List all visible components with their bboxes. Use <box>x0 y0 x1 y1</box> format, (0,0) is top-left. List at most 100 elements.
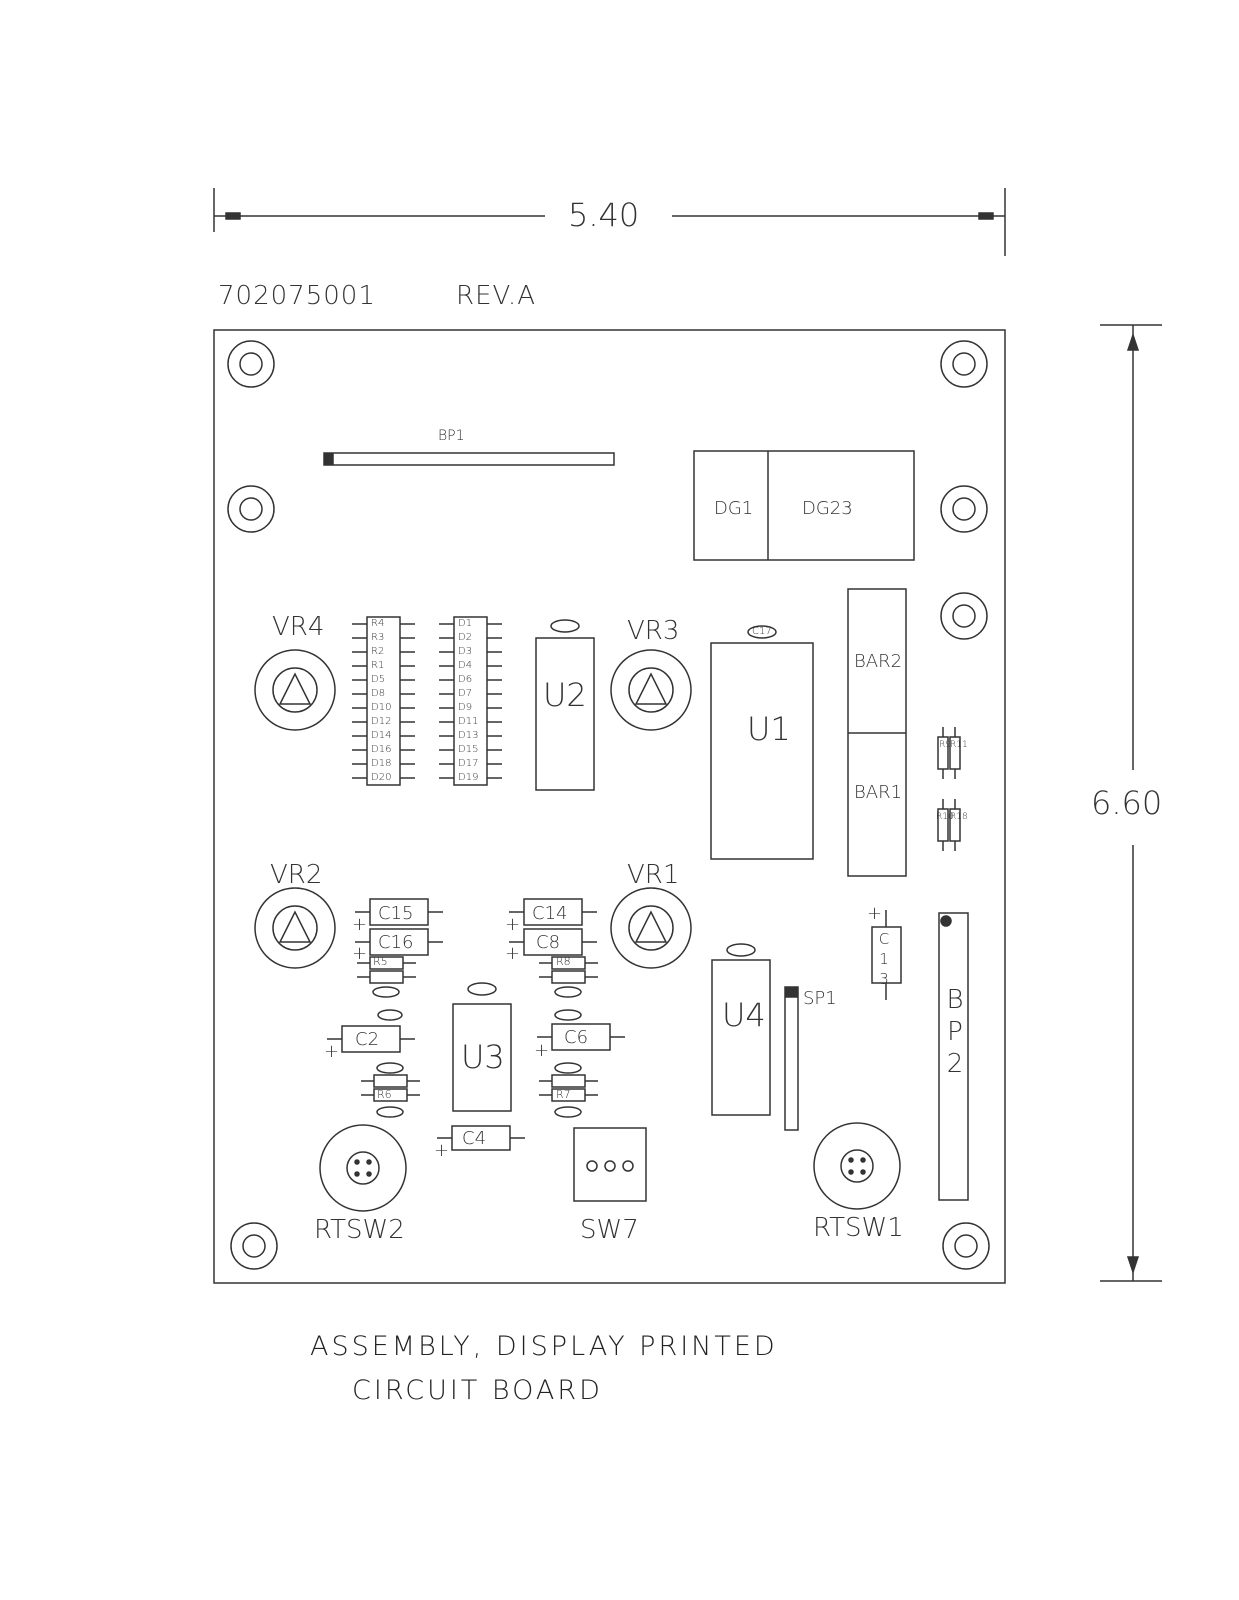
caption-line-1: ASSEMBLY, DISPLAY PRINTED <box>310 1331 778 1362</box>
stack-item: D7 <box>458 688 473 699</box>
stack-item: D20 <box>371 772 392 783</box>
stack-item: D15 <box>458 744 479 755</box>
stack-item: R3 <box>371 632 385 643</box>
c13-label: C13 <box>875 930 893 990</box>
vr4-label: VR4 <box>272 612 325 642</box>
display-block <box>693 450 915 561</box>
caption-line-2: CIRCUIT BOARD <box>352 1375 603 1406</box>
left-stack-bodies <box>352 616 415 786</box>
r8-label: R8 <box>556 955 571 968</box>
stack-item: D2 <box>458 632 473 643</box>
stack-item: R1 <box>371 660 385 671</box>
u2-ic <box>535 637 595 791</box>
r18-label: R18 <box>950 812 968 822</box>
potentiometers <box>254 649 692 969</box>
c8-label: C8 <box>536 932 561 953</box>
small-resistors <box>937 727 961 851</box>
plus-mark: + <box>867 903 883 924</box>
plus-mark: + <box>505 914 521 935</box>
stack-item: D17 <box>458 758 479 769</box>
stack-item: D3 <box>458 646 473 657</box>
plus-mark: + <box>324 1041 340 1062</box>
stack-item: D9 <box>458 702 473 713</box>
stack-item: D12 <box>371 716 392 727</box>
r10-label: R10 <box>936 812 954 822</box>
height-dimension <box>1100 324 1162 1282</box>
stack-item: D16 <box>371 744 392 755</box>
plus-mark: + <box>352 914 368 935</box>
rtsw1-label: RTSW1 <box>813 1213 904 1243</box>
u3-label: U3 <box>461 1038 505 1076</box>
stack-item: D6 <box>458 674 473 685</box>
right-stack-bodies <box>439 616 502 786</box>
r9-label: R9 <box>939 740 951 750</box>
vr3-label: VR3 <box>627 616 680 646</box>
bargraph-blocks <box>847 588 907 877</box>
r5-label: R5 <box>373 955 388 968</box>
plus-mark: + <box>352 943 368 964</box>
bar1-label: BAR1 <box>854 782 903 803</box>
revision-label: REV.A <box>456 281 536 311</box>
stack-item: D14 <box>371 730 392 741</box>
r7-label: R7 <box>556 1088 571 1101</box>
r6-label: R6 <box>377 1088 392 1101</box>
plus-mark: + <box>505 943 521 964</box>
sp1-label: SP1 <box>803 988 837 1009</box>
bp2-label: BP2 <box>940 985 970 1081</box>
board-outline <box>213 329 1006 1284</box>
rotary-switches <box>319 1122 901 1212</box>
c17-label: C17 <box>752 626 772 637</box>
stack-item: D13 <box>458 730 479 741</box>
plus-mark: + <box>434 1140 450 1161</box>
height-label: 6.60 <box>1091 784 1163 822</box>
stack-item: D11 <box>458 716 479 727</box>
stack-item: D10 <box>371 702 392 713</box>
c17-cap <box>747 625 777 639</box>
stack-item: D8 <box>371 688 386 699</box>
bp1-connector <box>323 452 615 466</box>
part-number: 702075001 <box>218 281 376 311</box>
u2-cap <box>550 619 580 633</box>
u3-ic <box>452 1003 512 1112</box>
c16-label: C16 <box>378 932 414 953</box>
bar2-label: BAR2 <box>854 651 903 672</box>
u4-label: U4 <box>722 996 766 1034</box>
stack-item: R4 <box>371 618 385 629</box>
r11-label: R11 <box>950 740 968 750</box>
stack-item: D4 <box>458 660 473 671</box>
stack-item: D1 <box>458 618 473 629</box>
u2-label: U2 <box>543 676 587 714</box>
sp1-speaker <box>784 986 799 1131</box>
bp2-connector <box>938 912 969 1201</box>
sw7-label: SW7 <box>580 1215 639 1245</box>
vr2-label: VR2 <box>270 860 323 890</box>
width-dimension <box>213 188 1006 256</box>
u4-cap <box>726 943 756 957</box>
c4-label: C4 <box>462 1128 487 1149</box>
u1-ic <box>710 642 814 860</box>
stack-item: D19 <box>458 772 479 783</box>
small-parts-right <box>539 956 598 1118</box>
u3-cap <box>467 982 497 996</box>
dg23-label: DG23 <box>802 498 853 519</box>
stack-item: D18 <box>371 758 392 769</box>
sw7-switch <box>573 1127 647 1202</box>
vr1-label: VR1 <box>627 860 680 890</box>
u1-label: U1 <box>747 710 791 748</box>
c14-label: C14 <box>532 903 568 924</box>
c6-label: C6 <box>564 1027 589 1048</box>
plus-mark: + <box>534 1040 550 1061</box>
stack-item: R2 <box>371 646 385 657</box>
width-label: 5.40 <box>568 196 640 234</box>
mounting-holes <box>227 340 990 1270</box>
small-parts-left <box>357 956 420 1118</box>
rtsw2-label: RTSW2 <box>314 1215 405 1245</box>
bp1-label: BP1 <box>438 428 465 444</box>
stack-item: D5 <box>371 674 386 685</box>
capacitor-boxes <box>327 898 625 1151</box>
dg1-label: DG1 <box>714 498 754 519</box>
u4-ic <box>711 959 771 1116</box>
c2-label: C2 <box>355 1029 380 1050</box>
